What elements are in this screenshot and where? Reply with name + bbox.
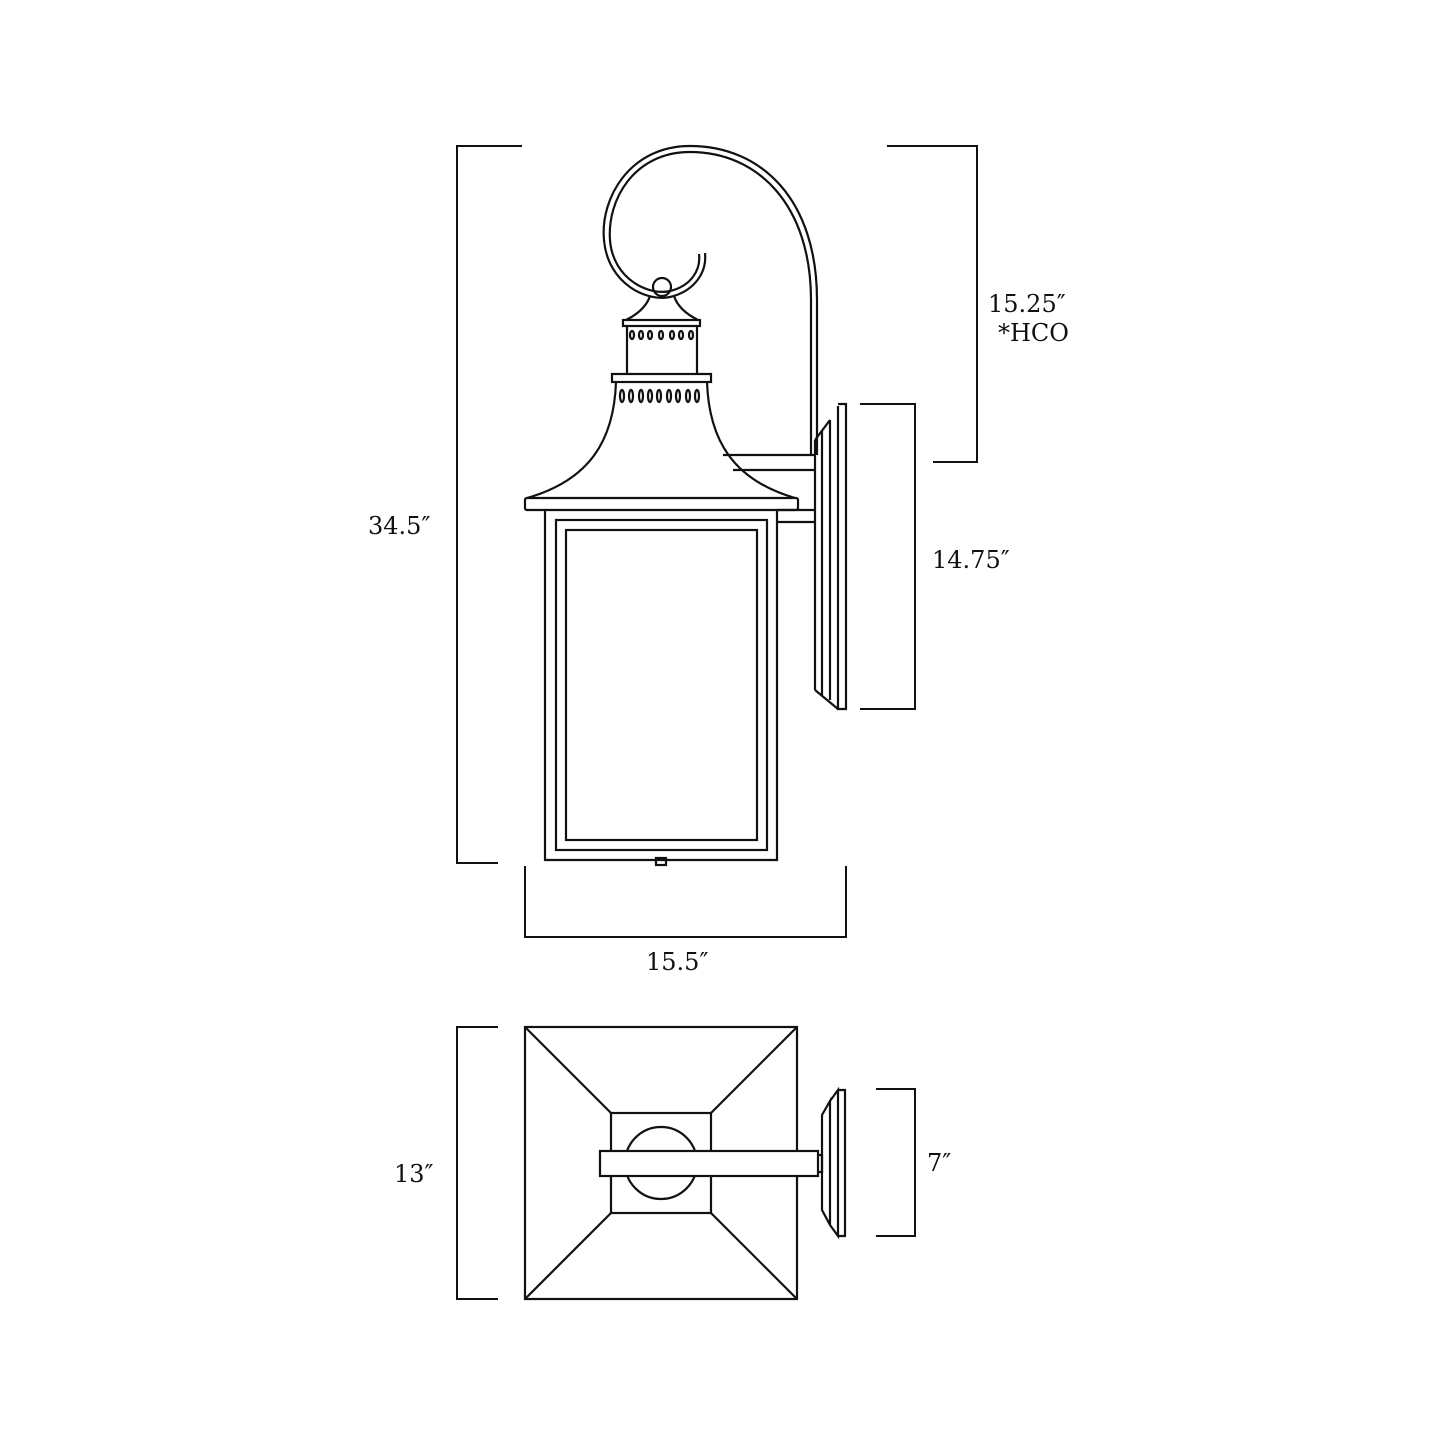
lantern-top-view [523, 1025, 847, 1301]
label-overall-height: 34.5″ [368, 512, 431, 540]
label-width: 15.5″ [646, 948, 709, 976]
dim-hco [887, 145, 978, 463]
label-hco: 15.25″ [988, 290, 1066, 318]
lantern-front-view [523, 144, 848, 867]
label-hco-note: *HCO [998, 319, 1069, 347]
label-backplate-height: 14.75″ [932, 546, 1010, 574]
dim-backplate-width [876, 1088, 916, 1237]
vent-holes-top [628, 329, 695, 341]
dim-backplate-height [860, 403, 916, 710]
label-depth: 13″ [394, 1160, 434, 1188]
label-backplate-width: 7″ [927, 1149, 952, 1177]
dim-depth [456, 1026, 498, 1300]
vent-holes-bell [618, 388, 701, 404]
dim-overall-height [456, 145, 522, 864]
dim-width [524, 866, 847, 938]
